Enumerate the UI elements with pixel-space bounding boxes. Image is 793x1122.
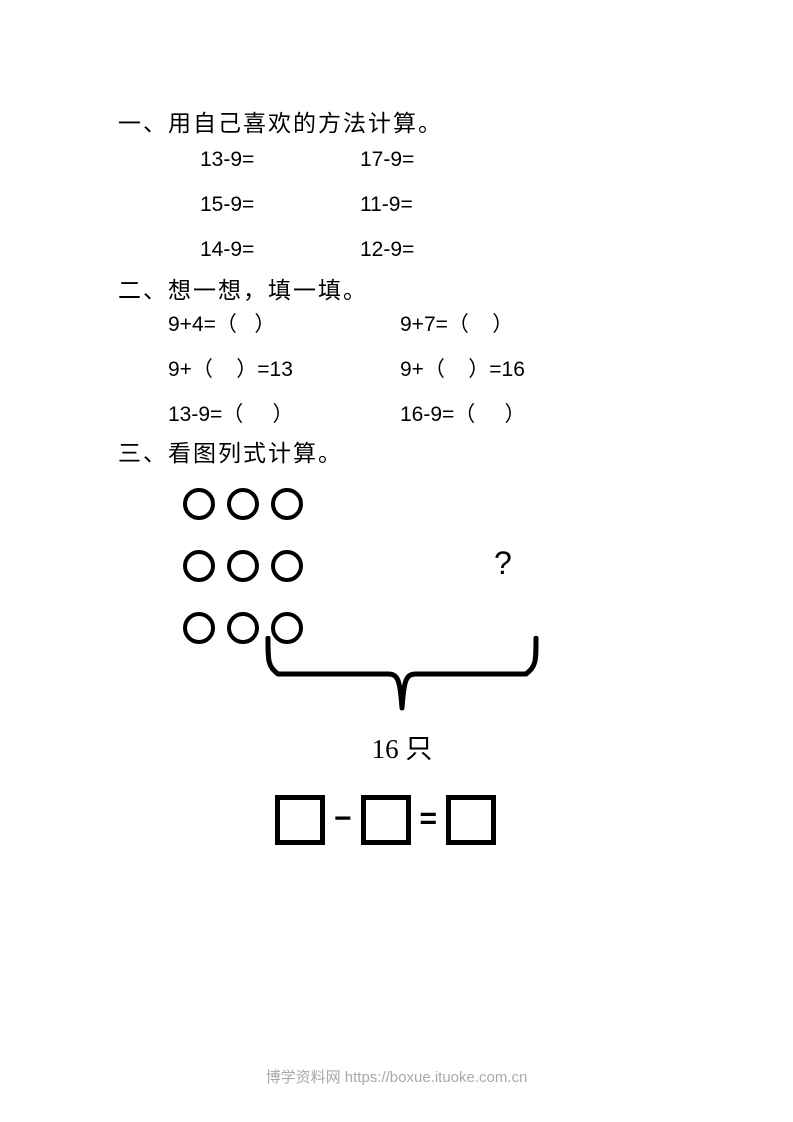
- unknown-quantity-marker: ?: [494, 545, 512, 581]
- circle-icon: [271, 612, 303, 644]
- problem-item: 9+7=（ ）: [400, 313, 514, 336]
- total-quantity-label: 16 只: [371, 734, 433, 764]
- circle-icon: [227, 488, 259, 520]
- circle-icon: [227, 612, 259, 644]
- problem-item: 9+4=（ ）: [168, 313, 276, 336]
- equals-operator: =: [419, 802, 438, 835]
- problem-item: 12-9=: [360, 238, 415, 261]
- circle-icon: [227, 550, 259, 582]
- problem-item: 16-9=（ ）: [400, 403, 526, 426]
- section-3-heading: 三、看图列式计算。: [118, 441, 343, 466]
- problem-item: 9+（ ）=13: [168, 358, 293, 381]
- problem-item: 11-9=: [360, 193, 413, 216]
- circle-icon: [271, 550, 303, 582]
- circle-icon: [183, 488, 215, 520]
- problem-item: 15-9=: [200, 193, 255, 216]
- circle-icon: [183, 550, 215, 582]
- footer-watermark: 博学资料网 https://boxue.ituoke.com.cn: [265, 1069, 528, 1086]
- answer-box-result[interactable]: [446, 795, 497, 845]
- circle-icon: [183, 612, 215, 644]
- section-1-heading: 一、用自己喜欢的方法计算。: [118, 111, 443, 136]
- section-2-heading: 二、想一想，填一填。: [118, 278, 368, 303]
- equation-answer-row: − =: [275, 795, 497, 845]
- minus-operator: −: [334, 802, 352, 835]
- circle-row: [183, 550, 303, 612]
- answer-box-minuend[interactable]: [275, 795, 325, 845]
- circle-row: [183, 612, 303, 674]
- problem-item: 13-9=（ ）: [168, 403, 294, 426]
- section-2-problem-grid: 9+4=（ ） 9+7=（ ） 9+（ ）=13 9+（ ）=16 13-9=（…: [168, 311, 525, 429]
- problem-item: 13-9=: [200, 148, 255, 171]
- circle-diagram: [183, 488, 303, 674]
- circle-icon: [271, 488, 303, 520]
- problem-item: 17-9=: [360, 148, 415, 171]
- answer-box-subtrahend[interactable]: [360, 795, 411, 845]
- problem-item: 9+（ ）=16: [400, 358, 525, 381]
- section-1-problem-grid: 13-9= 17-9= 15-9= 11-9= 14-9= 12-9=: [200, 146, 414, 264]
- curly-brace-icon: [265, 636, 539, 711]
- circle-row: [183, 488, 303, 550]
- problem-item: 14-9=: [200, 238, 255, 261]
